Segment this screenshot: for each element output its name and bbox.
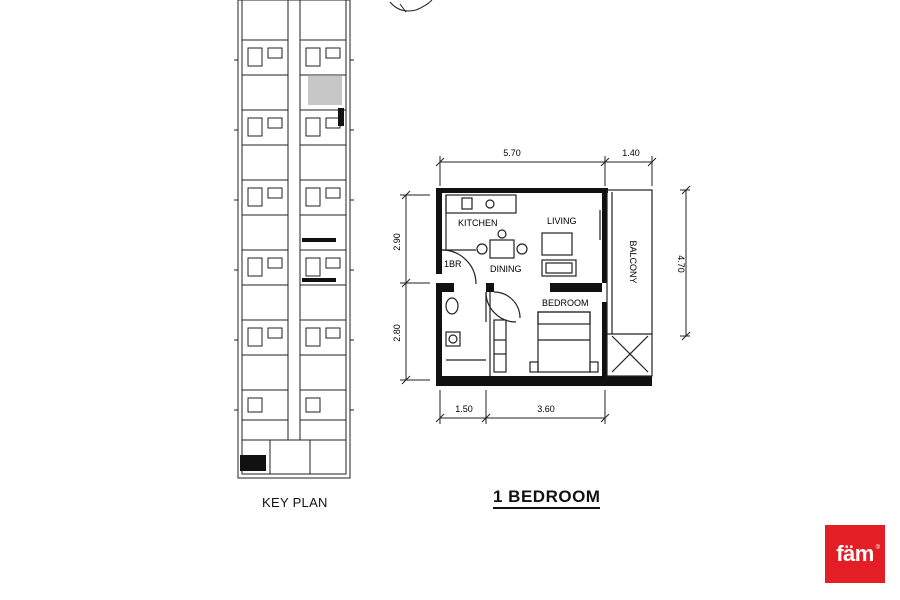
- dim-left-lower: 2.80: [392, 324, 402, 342]
- brand-logo: fäm ®: [825, 525, 885, 583]
- key-plan-caption: KEY PLAN: [262, 495, 328, 510]
- room-label-bathroom: 1BR: [444, 259, 462, 269]
- dim-left-upper: 2.90: [392, 233, 402, 251]
- room-label-living: LIVING: [547, 216, 577, 226]
- unit-floor-plan: 5.70 1.40 2.90 2.80 4.70 1.50 3.60 KITCH…: [392, 148, 691, 424]
- key-plan-drawing: [234, 0, 354, 479]
- unit-type-caption: 1 BEDROOM: [493, 488, 601, 509]
- registered-mark: ®: [875, 545, 880, 551]
- highlighted-unit: [308, 75, 342, 105]
- room-label-balcony: BALCONY: [628, 240, 638, 283]
- dim-top-width: 5.70: [503, 148, 521, 158]
- dim-bottom-left: 1.50: [455, 404, 473, 414]
- north-arrow-icon: [389, 0, 433, 13]
- dim-right-height: 4.70: [676, 255, 686, 273]
- brand-logo-text: fäm: [836, 541, 874, 566]
- dim-balcony-depth: 1.40: [622, 148, 640, 158]
- dim-bottom-right: 3.60: [537, 404, 555, 414]
- room-label-dining: DINING: [490, 264, 522, 274]
- room-label-kitchen: KITCHEN: [458, 218, 498, 228]
- room-label-bedroom: BEDROOM: [542, 298, 589, 308]
